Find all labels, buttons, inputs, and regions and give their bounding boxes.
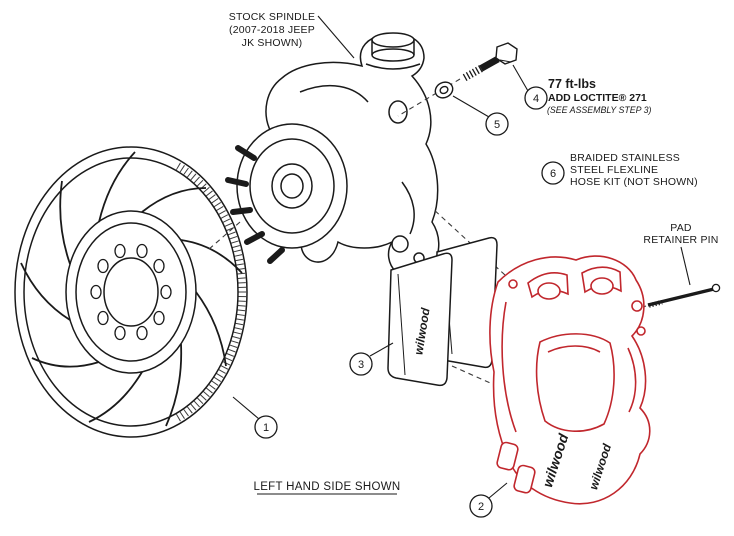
callout-number: 6	[550, 168, 556, 180]
rotor-face-edge	[23, 157, 239, 427]
hose-kit-line3: HOSE KIT (NOT SHOWN)	[570, 176, 698, 188]
callout-number: 3	[358, 359, 364, 371]
rotor-hat-edge	[75, 222, 187, 362]
bolt-threads	[462, 65, 483, 82]
torque-note: 77 ft-lbs ADD LOCTITE® 271 (SEE ASSEMBLY…	[547, 77, 652, 115]
hose-kit-note: BRAIDED STAINLESS STEEL FLEXLINE HOSE KI…	[570, 152, 698, 188]
bolt-head	[495, 42, 518, 65]
hub-flange	[236, 123, 348, 249]
rotor-edge-hatching	[175, 162, 247, 422]
callout-1: 1	[232, 396, 278, 439]
callout-2-leader	[488, 482, 508, 499]
hub-to-rotor-line	[207, 221, 241, 251]
stock-spindle-label: STOCK SPINDLE (2007-2018 JEEP JK SHOWN)	[229, 11, 355, 59]
assembly-step-note: (SEE ASSEMBLY STEP 3)	[547, 105, 652, 115]
stock-spindle-label-line3: JK SHOWN)	[242, 37, 303, 49]
callout-6: 6	[541, 161, 565, 185]
callout-5: 5	[452, 95, 509, 136]
callout-circle	[541, 161, 565, 185]
ball-joint-cap-top	[371, 32, 415, 48]
callout-4-leader	[512, 64, 529, 92]
callout-2: 2	[469, 482, 508, 518]
caliper-contour-left	[501, 301, 517, 433]
inboard-pad	[387, 252, 453, 387]
callout-1-leader	[232, 396, 260, 420]
spindle-collar	[365, 63, 421, 70]
rotor-slots	[20, 151, 243, 427]
footer-note: LEFT HAND SIDE SHOWN	[254, 481, 401, 495]
flat-washer	[434, 81, 454, 99]
mount-lug-lower	[513, 464, 536, 494]
rotor-bolt-holes	[90, 243, 172, 341]
callout-circle	[485, 112, 509, 136]
stock-spindle-leader	[317, 15, 355, 59]
callout-circle	[524, 86, 548, 110]
brake-caliper: wilwood wilwood	[489, 255, 651, 505]
washer-inner	[439, 85, 449, 95]
stock-spindle-label-line1: STOCK SPINDLE	[229, 11, 315, 23]
brake-rotor	[14, 146, 248, 438]
hose-kit-line1: BRAIDED STAINLESS	[570, 152, 680, 164]
callout-number: 1	[263, 422, 269, 434]
pad-retainer-label-line1: PAD	[670, 222, 692, 234]
mount-lug-upper	[496, 441, 519, 471]
callout-5-leader	[452, 95, 490, 118]
pad-retainer-label: PAD RETAINER PIN	[643, 222, 718, 286]
rotor-center-hole	[103, 257, 159, 327]
callout-3: 3	[349, 342, 394, 376]
callout-3-leader	[369, 342, 394, 357]
inboard-pad-friction-line	[397, 273, 406, 376]
piston-2	[590, 277, 614, 295]
callout-number: 4	[533, 93, 539, 105]
caliper-contour-right	[627, 347, 637, 413]
piston-1	[537, 282, 561, 300]
torque-value: 77 ft-lbs	[548, 77, 596, 91]
callout-number: 2	[478, 501, 484, 513]
callout-circle	[349, 352, 373, 376]
spindle-contour-2	[401, 181, 415, 235]
bleed-screw-right	[636, 326, 646, 336]
attachment-bolt	[462, 42, 518, 82]
pad-retainer-label-line2: RETAINER PIN	[643, 234, 718, 246]
brake-pads: wilwood	[387, 236, 498, 387]
footer-text: LEFT HAND SIDE SHOWN	[254, 481, 401, 493]
pin-threads	[648, 299, 663, 308]
rotor-outer-edge	[14, 146, 248, 438]
callout-4: 4	[512, 64, 548, 110]
callout-circle	[254, 415, 278, 439]
caliper-recess-line	[547, 345, 601, 353]
caliper-center-recess	[535, 333, 615, 433]
stock-spindle-label-line2: (2007-2018 JEEP	[229, 24, 315, 36]
pin-head	[711, 283, 721, 293]
spindle-contour-1	[299, 84, 369, 103]
spindle-bolt-boss	[388, 100, 408, 124]
stock-spindle	[225, 32, 440, 277]
wheel-studs	[225, 145, 285, 264]
bleed-screw-left	[508, 279, 518, 289]
bolt-head-facet	[499, 59, 512, 63]
ball-joint-cap-sides	[371, 40, 415, 55]
tie-rod-hole	[391, 235, 409, 253]
callout-circle	[469, 494, 493, 518]
bolt-shank	[479, 55, 500, 72]
ball-joint-cap-base	[371, 48, 415, 62]
callout-number: 5	[494, 119, 500, 131]
loctite-note: ADD LOCTITE® 271	[548, 92, 647, 104]
hose-kit-line2: STEEL FLEXLINE	[570, 164, 658, 176]
pad-retainer-pin	[647, 283, 721, 308]
pin-shaft	[647, 287, 715, 307]
fluid-inlet-fitting	[631, 300, 643, 312]
caliper-to-spindle-line	[431, 207, 506, 276]
pad-retainer-leader	[680, 246, 691, 286]
